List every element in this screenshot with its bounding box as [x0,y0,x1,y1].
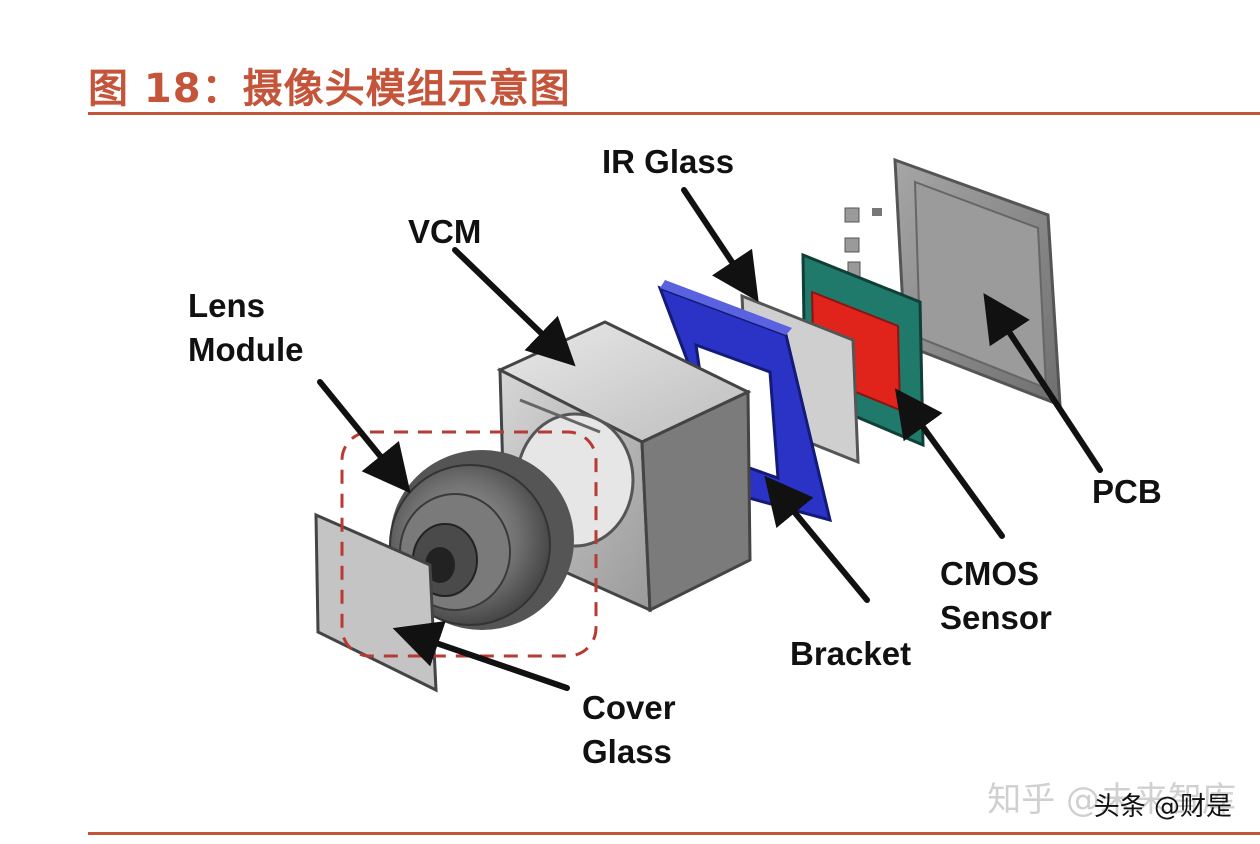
leader-arrows [317,187,1103,691]
arrow-bracket [764,475,870,603]
label-vcm: VCM [408,213,482,250]
label-lens-module-line1: Lens [188,287,266,324]
arrow-vcm [452,247,576,367]
arrow-ir-glass [681,187,759,302]
label-pcb: PCB [1092,473,1162,510]
arrow-cmos [894,388,1005,539]
lens-module-part [389,450,574,630]
label-cover-glass-line2: Glass [582,733,672,770]
label-lens-module-line2: Module [188,331,304,368]
watermark-toutiao: 头条 @财是 [1093,792,1232,822]
label-ir-glass: IR Glass [602,143,735,180]
arrow-lens-module [317,379,411,494]
label-cmos-line1: CMOS [940,555,1039,592]
arrow-cover-glass [392,620,570,691]
label-bracket: Bracket [790,635,912,672]
title-rule [88,112,1260,115]
bottom-rule [88,832,1260,835]
label-cmos-line2: Sensor [940,599,1052,636]
label-cover-glass-line1: Cover [582,689,676,726]
arrow-pcb [983,292,1103,473]
figure-title: 图 18：摄像头模组示意图 [88,66,571,112]
watermark-zhihu: 知乎 @未来智库 [987,780,1236,820]
